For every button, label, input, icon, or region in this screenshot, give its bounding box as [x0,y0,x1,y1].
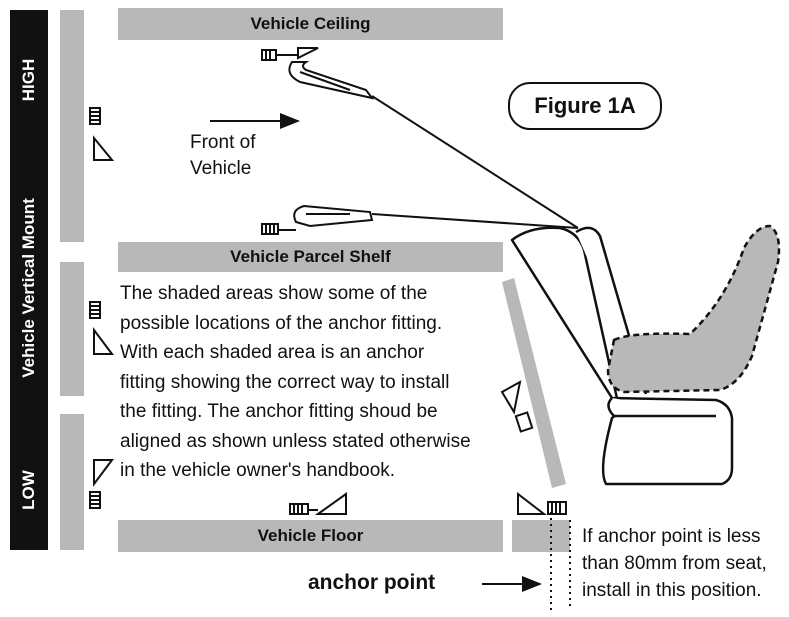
front-line-1: Front of [190,132,256,153]
vehicle-parcel-shelf-bar: Vehicle Parcel Shelf [118,242,503,272]
vertical-anchor-fitting-high [89,107,115,161]
seat-side-anchor-fitting [500,380,534,433]
description-line: aligned as shown unless stated otherwise [120,430,471,452]
parcel-shelf-strap-buckle [293,204,374,228]
note-line: than 80mm from seat, [582,553,767,574]
vertical-shaded-area-mid [60,262,84,396]
vehicle-ceiling-bar: Vehicle Ceiling [118,8,503,40]
figure-label-badge: Figure 1A [508,82,662,130]
note-line: If anchor point is less [582,526,761,547]
vehicle-ceiling-label: Vehicle Ceiling [250,14,371,33]
description-line: The shaded areas show some of the [120,283,428,304]
anchor-note-text: If anchor point is less than 80mm from s… [582,523,787,604]
child-seat-shaded-area [606,224,781,394]
description-line: With each shaded area is an anchor [120,342,425,363]
description-line: the fitting. The anchor fitting shoud be [120,401,438,422]
description-text: The shaded areas show some of the possib… [120,279,520,486]
front-line-2: Vehicle [190,158,252,179]
vehicle-floor-label: Vehicle Floor [257,526,364,545]
seat-back-shaded-area [502,278,566,488]
vehicle-floor-bar: Vehicle Floor [118,520,503,552]
parcel-shelf-strap [371,213,579,229]
vertical-anchor-fitting-low [89,459,114,509]
vertical-anchor-fitting-mid [89,301,114,355]
floor-anchor-fitting-right [517,491,567,515]
vertical-shaded-area-low [60,414,84,550]
vehicle-parcel-shelf-label: Vehicle Parcel Shelf [230,247,391,266]
front-of-vehicle-text: Front of Vehicle [190,130,310,182]
vertical-shaded-area-high [60,10,84,242]
description-line: in the vehicle owner's handbook. [120,460,396,481]
note-line: install in this position. [582,580,762,601]
figure-label: Figure 1A [534,93,636,118]
anchor-point-label: anchor point [308,571,436,594]
description-line: fitting showing the correct way to insta… [120,371,450,393]
ceiling-strap-buckle [288,61,375,100]
parcel-shelf-anchor-fitting [261,223,296,235]
floor-shaded-area-right [512,520,570,552]
description-line: possible locations of the anchor fitting… [120,312,443,334]
floor-anchor-fitting [289,492,347,515]
ceiling-strap [371,95,579,229]
ceiling-anchor-fitting [261,47,319,61]
vertical-mount-label-band: HIGH Vehicle Vertical Mount LOW [10,10,48,550]
